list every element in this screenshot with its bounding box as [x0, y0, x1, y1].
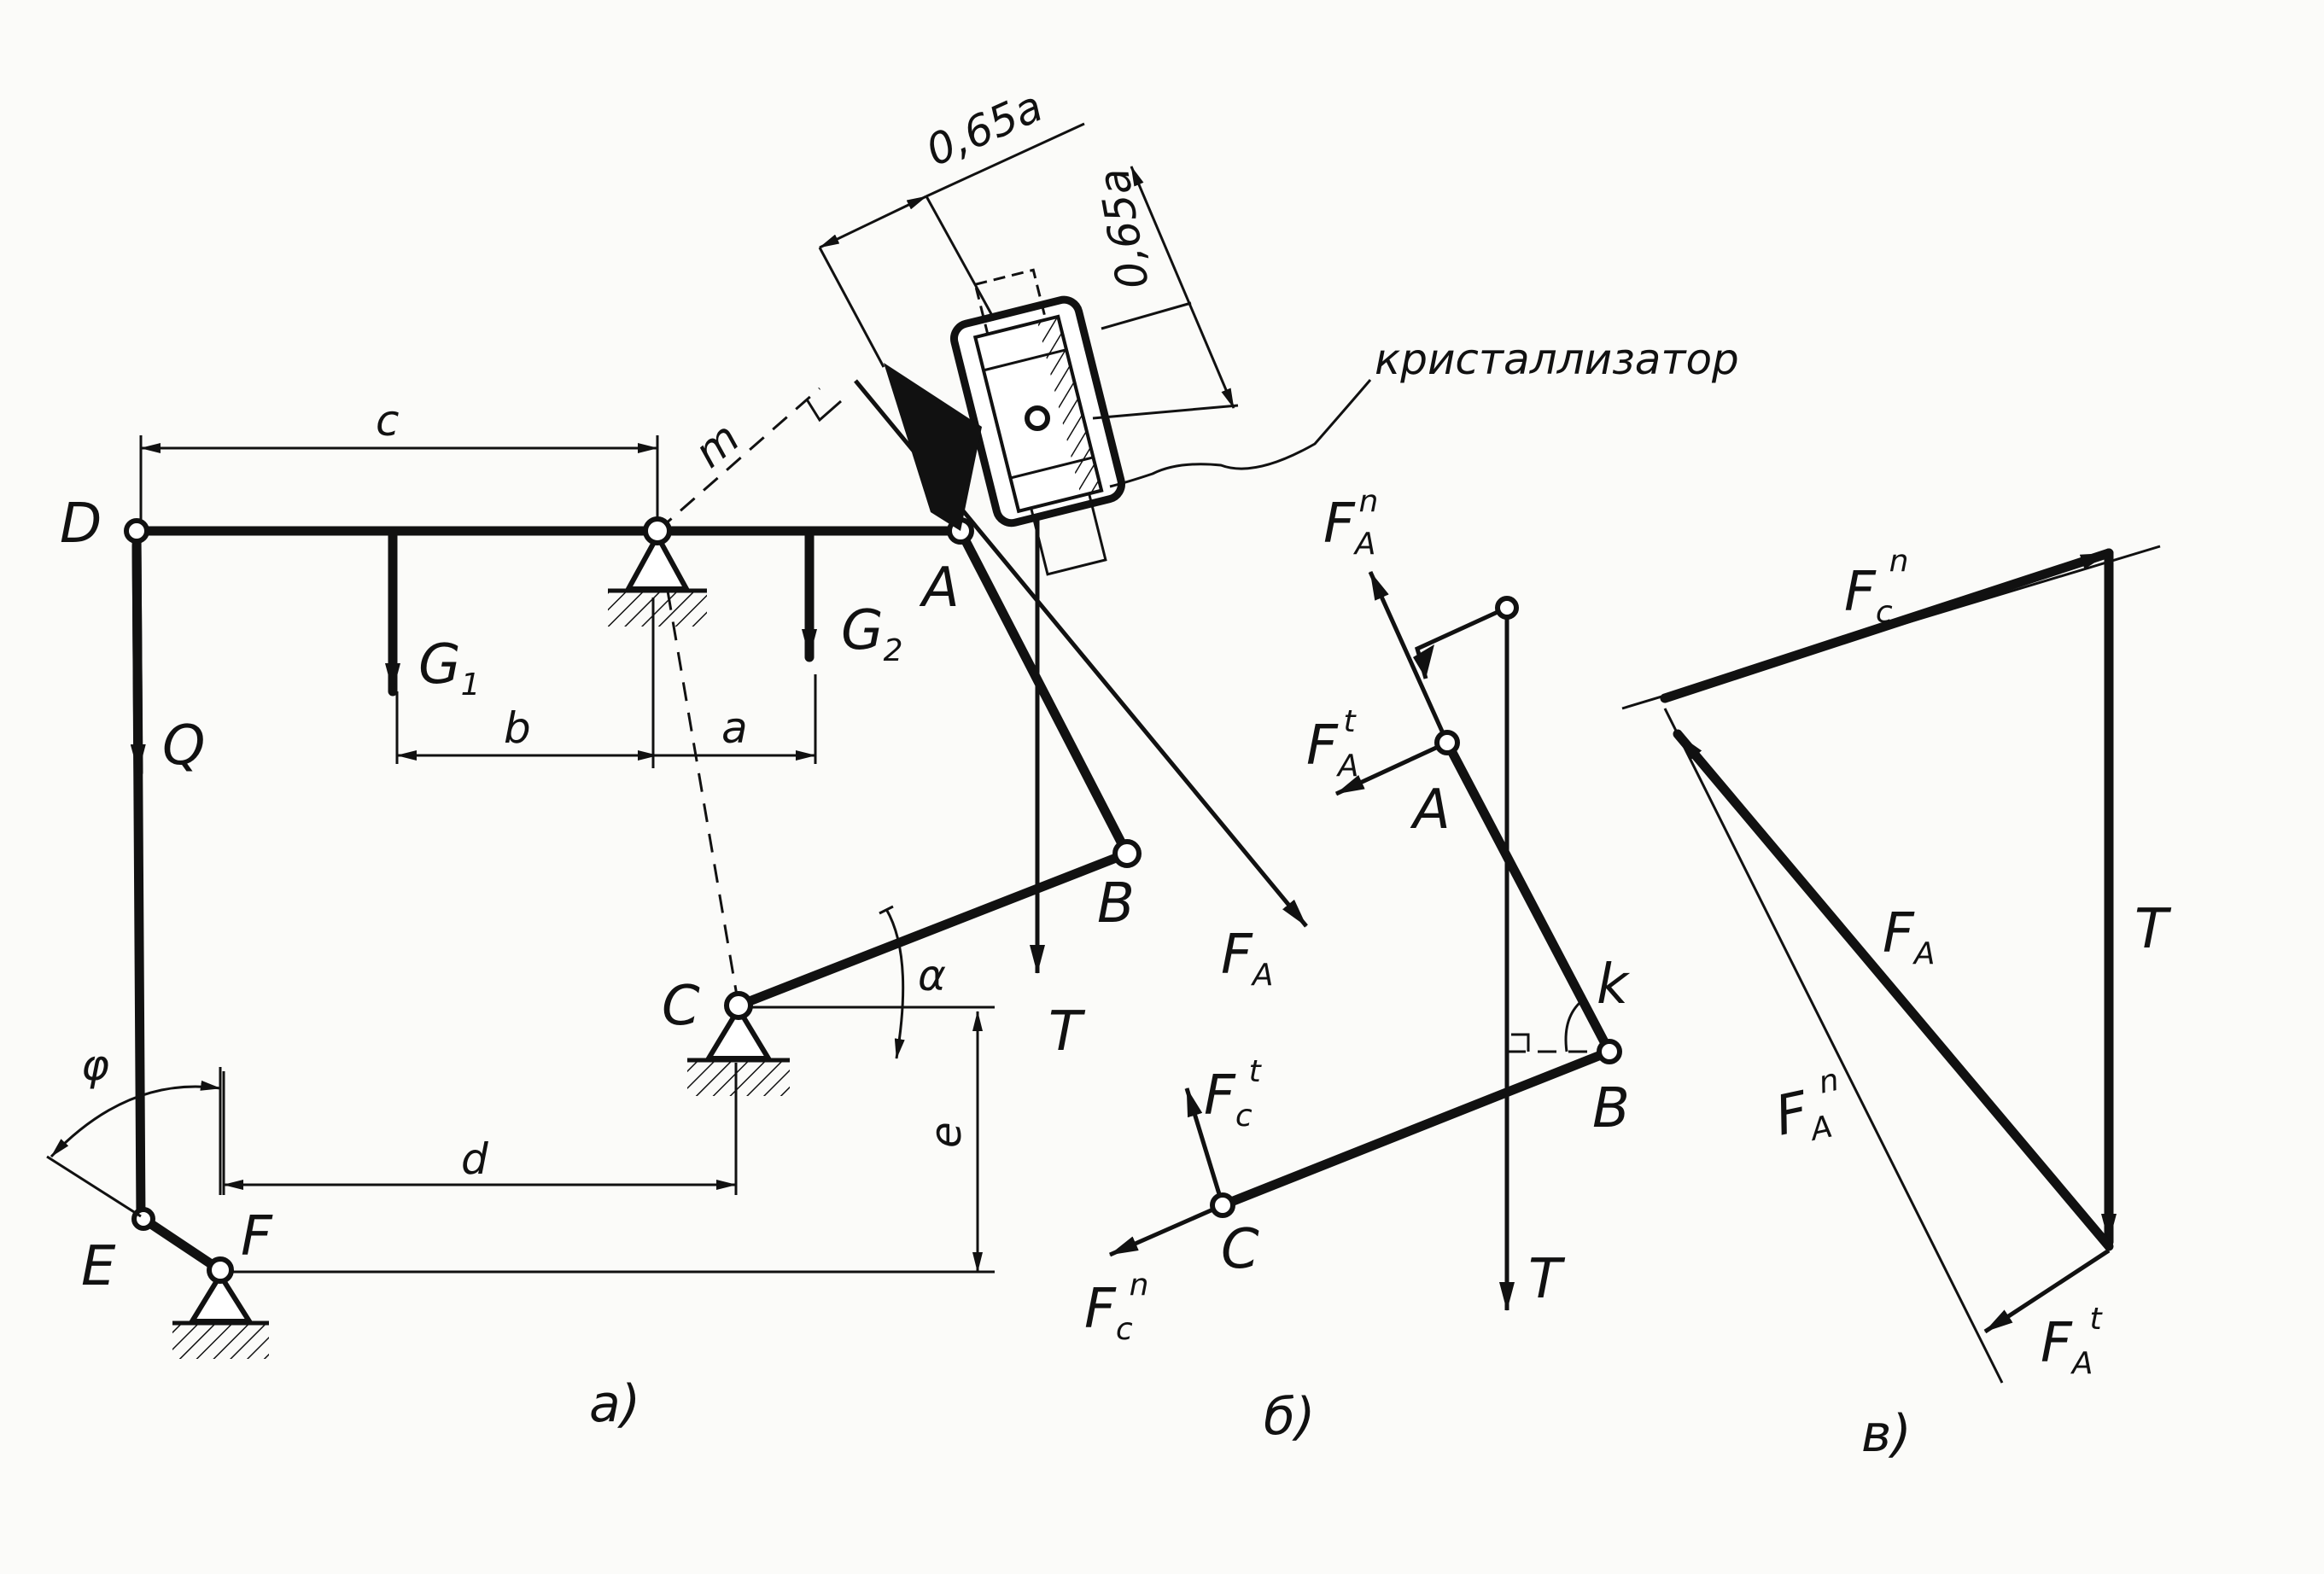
label-FAn-v: FAn — [1767, 1063, 1851, 1155]
label-A-b: A — [1410, 778, 1451, 842]
support-F — [172, 1270, 269, 1359]
label-G1: G1 — [418, 633, 481, 702]
label-A: A — [919, 557, 960, 620]
label-FAn-b: FAn — [1323, 484, 1378, 562]
label-FA: FA — [1221, 924, 1273, 993]
force-FAt-b — [1334, 740, 1449, 796]
joint-top-b — [1495, 596, 1519, 620]
label-C-b: C — [1221, 1218, 1259, 1281]
label-B-b: B — [1592, 1077, 1630, 1140]
dimension-top — [818, 122, 1239, 420]
force-FA-v — [1673, 729, 2114, 1251]
dim-label-top1: 0,65a — [919, 81, 1049, 176]
dim-label-e: e — [921, 1122, 971, 1148]
caption-b: б) — [1264, 1387, 1315, 1447]
joint-D — [124, 518, 149, 544]
dim-label-c: c — [376, 396, 400, 446]
joint-A-b — [1434, 730, 1460, 755]
panel-v — [1621, 545, 2161, 1384]
dim-label-b: b — [504, 703, 531, 753]
label-FCn-b: Fcn — [1084, 1268, 1148, 1347]
angle-alpha — [879, 905, 905, 1059]
dimension-c — [139, 435, 659, 521]
dim-label-m: m — [685, 412, 749, 477]
dimension-d — [222, 1063, 738, 1195]
label-T-b: T — [1528, 1248, 1566, 1311]
joint-C-b — [1210, 1192, 1235, 1218]
force-FAn-b — [1368, 570, 1450, 744]
dim-label-top2: 0,65a — [1089, 165, 1159, 293]
label-FA-v: FA — [1883, 902, 1935, 971]
joint-F — [207, 1256, 234, 1284]
force-Q-arrow — [130, 541, 146, 778]
dim-label-d: d — [461, 1134, 488, 1184]
callout-crystallizer: кристаллизатор — [1375, 335, 1739, 384]
angle-phi — [46, 1067, 222, 1218]
panel-a — [46, 122, 1372, 1359]
dashed-m-line — [657, 387, 820, 533]
force-FCn-b — [1108, 1203, 1224, 1257]
dim-label-a: a — [721, 703, 748, 753]
label-T: T — [1048, 1000, 1086, 1064]
dimension-e — [231, 1006, 995, 1274]
dimension-b-a — [395, 598, 817, 768]
label-B: B — [1097, 872, 1135, 936]
label-T-v: T — [2134, 898, 2172, 961]
caption-a: а) — [589, 1374, 640, 1434]
label-D: D — [60, 493, 102, 556]
angle-label-alpha: α — [918, 951, 946, 1000]
label-k-b: k — [1597, 953, 1631, 1017]
panel-b-labels: FAn FAt A k B C Fct Fcn T б) — [1084, 484, 1631, 1447]
label-E: E — [81, 1235, 116, 1298]
force-FAt-v — [1983, 1248, 2111, 1334]
joint-B-b — [1597, 1039, 1622, 1064]
label-F: F — [241, 1205, 273, 1268]
label-Q: Q — [162, 714, 205, 778]
caption-v: в) — [1861, 1404, 1912, 1464]
angle-label-phi: φ — [81, 1041, 109, 1090]
force-FCn-v — [1660, 548, 2114, 703]
callout-leader — [1109, 379, 1372, 488]
label-FCt-b: Fct — [1204, 1054, 1263, 1134]
dashed-O-C — [656, 530, 740, 1006]
crank-CB-b — [1217, 1046, 1615, 1210]
panel-a-labels: D A B C E F G1 G2 Q T FA c b a d e m φ α… — [60, 81, 1739, 1434]
support-O — [608, 530, 707, 627]
force-FCt-b — [1184, 1087, 1225, 1206]
label-G2: G2 — [841, 599, 903, 668]
label-FCn-v: Fcn — [1844, 544, 1908, 630]
label-FAt-b: FAt — [1306, 704, 1358, 784]
support-C — [687, 1004, 790, 1096]
crystallizer — [884, 268, 1125, 576]
joint-O — [643, 516, 672, 545]
label-FAt-v: FAt — [2041, 1302, 2103, 1381]
rod-AB-b — [1442, 737, 1615, 1057]
joint-C — [724, 991, 753, 1020]
rod-AB — [955, 526, 1132, 859]
crystallizer-arm-b — [1415, 605, 1509, 679]
force-FAn-v — [1663, 708, 2004, 1384]
label-C: C — [662, 975, 700, 1038]
panel-v-labels: Fcn T FA FAn FAt в) — [1767, 544, 2172, 1464]
link-EF — [138, 1214, 225, 1275]
joint-B — [1112, 839, 1142, 868]
panel-b — [1108, 570, 1622, 1311]
crank-CB — [733, 848, 1132, 1011]
